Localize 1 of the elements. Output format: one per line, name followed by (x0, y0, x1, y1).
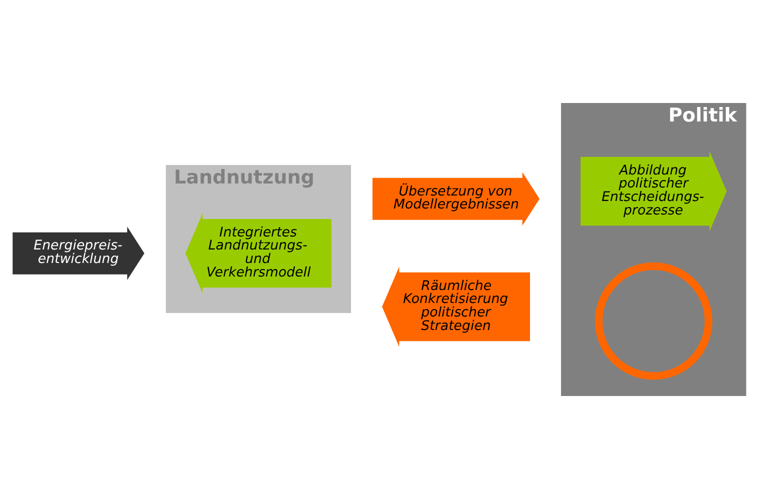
node-circle (594, 262, 712, 380)
